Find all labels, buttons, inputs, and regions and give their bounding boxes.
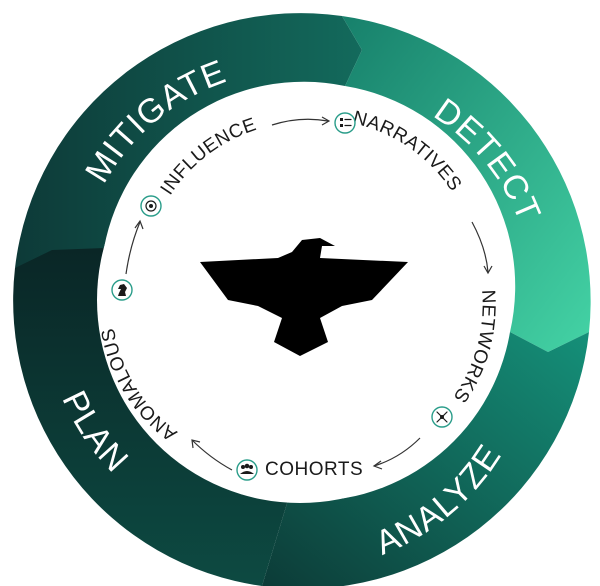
arrow-narratives-to-networks (471, 221, 493, 275)
chess-knight-icon (111, 279, 133, 301)
ring-segment-mitigate (15, 13, 362, 268)
group-icon (236, 459, 258, 481)
ring-segment-detect (342, 16, 591, 352)
network-icon (431, 406, 453, 428)
arrow-anomalous-to-influence (125, 219, 144, 275)
target-icon (140, 195, 162, 217)
list-icon (334, 112, 356, 134)
stage-label-cohorts: COHORTS (265, 459, 363, 480)
arrow-influence-to-narratives (271, 116, 331, 126)
ring-segment-analyze (262, 332, 589, 586)
arrow-cohorts-to-anomalous (191, 439, 233, 471)
ring-segment-plan (13, 248, 288, 586)
eagle-logo (200, 238, 408, 356)
arrow-networks-to-cohorts (372, 437, 421, 470)
